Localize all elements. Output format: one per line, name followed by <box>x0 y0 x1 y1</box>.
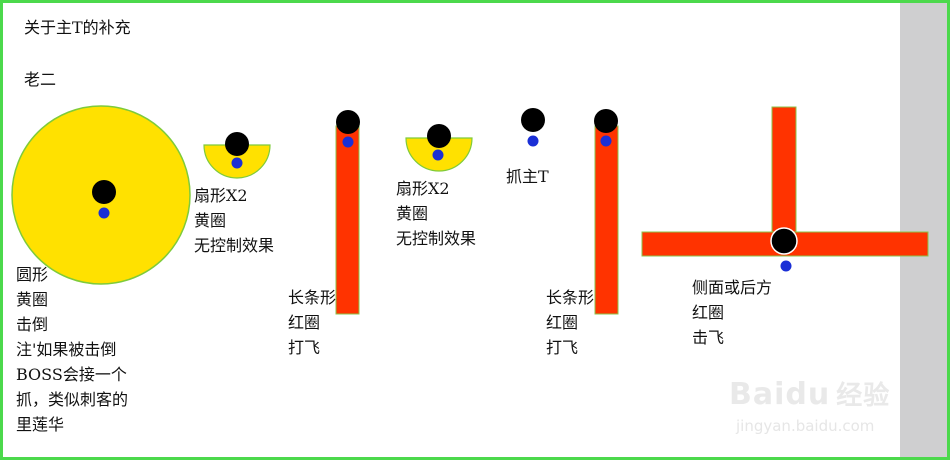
label-line: 侧面或后方 <box>692 278 773 297</box>
label-line: 无控制效果 <box>194 236 275 255</box>
boss-dot <box>521 108 545 132</box>
label-line: 长条形 <box>546 288 595 307</box>
label-line: 红圈 <box>288 313 321 332</box>
label-line: 击倒 <box>16 315 49 334</box>
label-line: 长条形 <box>288 288 337 307</box>
watermark-text: 经验 <box>836 381 891 411</box>
boss-dot <box>427 124 451 148</box>
label-line: 扇形X2 <box>194 186 248 205</box>
baidu-watermark-url: jingyan.baidu.com <box>736 417 875 435</box>
label-line: 圆形 <box>16 265 49 284</box>
boss-dot <box>770 227 798 255</box>
page-title: 关于主T的补充 <box>24 18 131 37</box>
label-line: 黄圈 <box>16 290 49 309</box>
label-line: 里莲华 <box>16 415 65 434</box>
label-line: 红圈 <box>546 313 579 332</box>
boss-dot <box>92 180 116 204</box>
label-line: 击飞 <box>692 328 725 347</box>
label-line: 无控制效果 <box>396 229 477 248</box>
boss-dot <box>594 109 618 133</box>
right-gray-strip <box>900 3 947 457</box>
boss-name: 老二 <box>24 70 57 89</box>
player-dot <box>342 136 354 148</box>
bar-aoe-red-2 <box>594 125 619 315</box>
boss-dot <box>225 132 249 156</box>
label-grab: 抓主T <box>506 167 549 186</box>
label-line: 红圈 <box>692 303 725 322</box>
player-dot <box>780 260 792 272</box>
label-line: 抓，类似刺客的 <box>16 390 129 409</box>
watermark-text: du <box>785 377 831 412</box>
tshape-aoe-red-vertical <box>771 106 797 238</box>
player-dot <box>98 207 110 219</box>
player-dot <box>432 149 444 161</box>
label-line: 黄圈 <box>396 204 429 223</box>
label-line: 扇形X2 <box>396 179 450 198</box>
player-dot <box>527 135 539 147</box>
label-line: BOSS会接一个 <box>16 365 127 384</box>
player-dot <box>600 135 612 147</box>
label-line: 黄圈 <box>194 211 227 230</box>
boss-dot <box>336 110 360 134</box>
label-line: 打飞 <box>546 338 579 357</box>
mechanics-diagram <box>11 105 929 315</box>
watermark-text: Bai <box>729 377 786 412</box>
bar-aoe-red-1 <box>335 125 360 315</box>
player-dot <box>231 157 243 169</box>
label-line: 注'如果被击倒 <box>16 340 117 359</box>
label-line: 打飞 <box>288 338 321 357</box>
